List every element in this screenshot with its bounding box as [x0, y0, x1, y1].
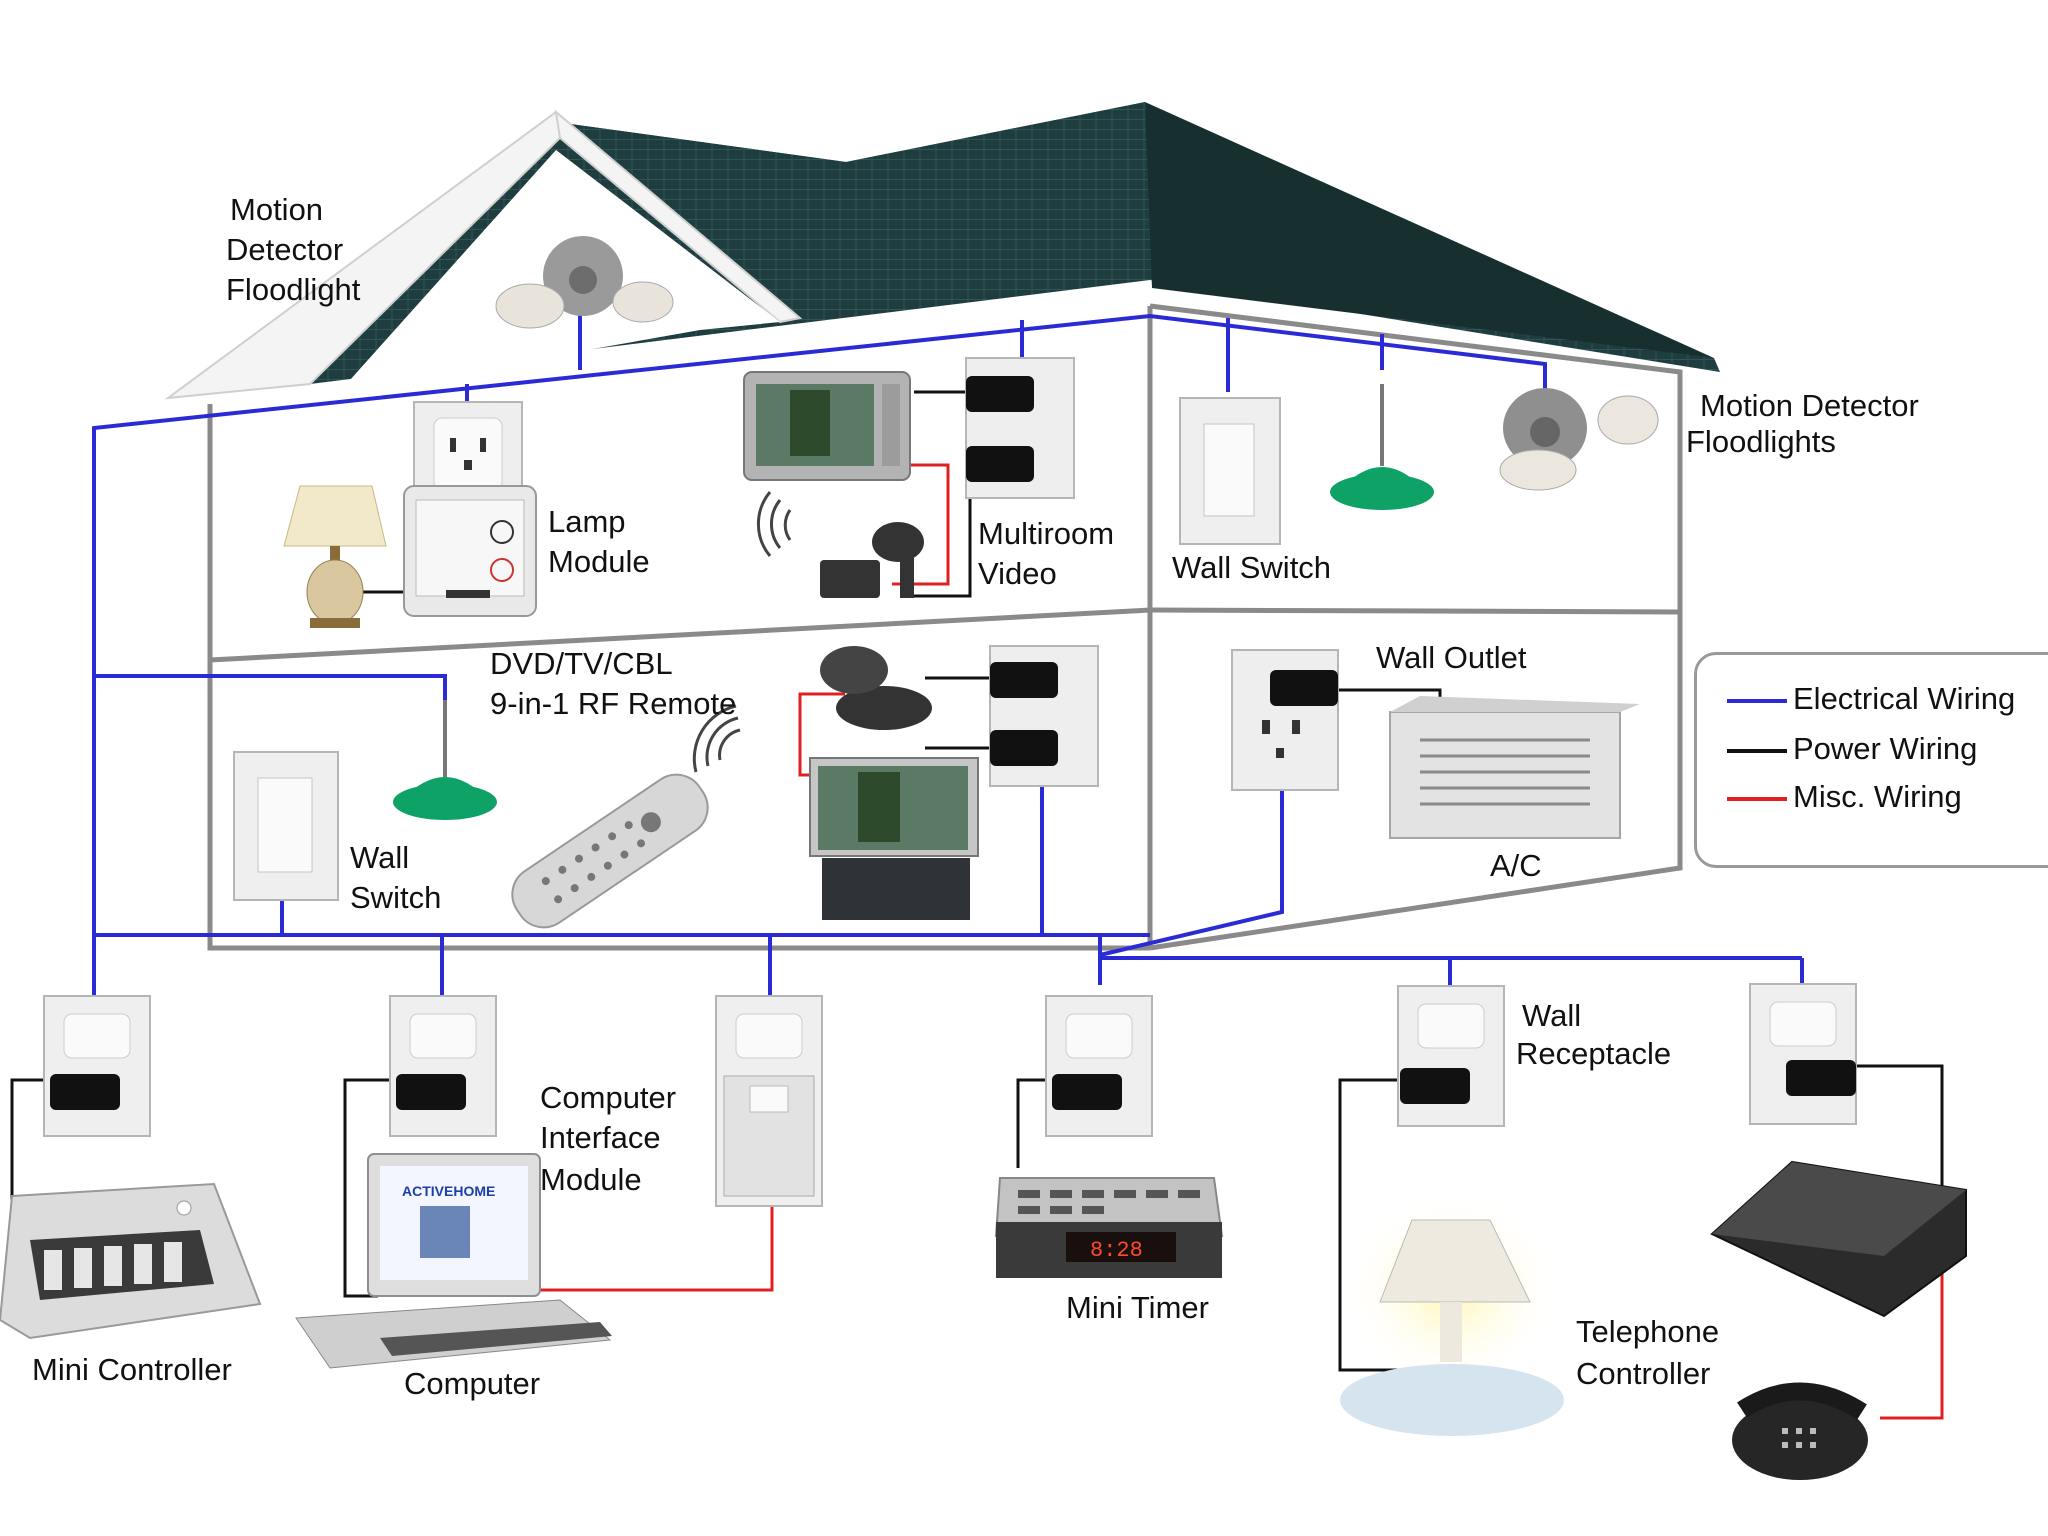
label-wall-switch-lower-2: Switch	[350, 880, 442, 915]
label-motion-floodlight-3: Floodlight	[226, 272, 361, 307]
label-motion-floodlight-1: Motion	[230, 192, 324, 227]
receptacle-1	[43, 995, 151, 1137]
electrical-wiring	[92, 300, 1804, 1000]
air-conditioner	[1389, 696, 1640, 839]
label-wall-receptacle-2: Receptacle	[1516, 1036, 1672, 1071]
label-computer: Computer	[404, 1366, 541, 1401]
label-wall-switch-upper: Wall Switch	[1172, 550, 1332, 585]
house-walls	[207, 303, 1683, 951]
receptacle-4	[1045, 995, 1153, 1137]
receptacle-6	[1749, 983, 1857, 1125]
legend-label-power: Power Wiring	[1793, 731, 1978, 766]
label-lamp-module-1: Lamp	[548, 504, 626, 539]
label-motion-floodlights-2: Floodlights	[1686, 424, 1836, 459]
label-mini-controller: Mini Controller	[32, 1352, 232, 1387]
pendant-lamp-upper	[1330, 384, 1434, 510]
pendant-lamp-lower	[393, 700, 497, 820]
table-lamp	[283, 485, 387, 628]
legend-item-electrical: Electrical Wiring	[1727, 679, 2015, 719]
multiroom-video-outlet-lower	[989, 645, 1099, 787]
receptacle-2	[389, 995, 497, 1137]
lamp-module-device	[403, 485, 537, 617]
bedside-lamp	[1340, 1190, 1564, 1436]
telephone-controller-device	[1710, 1160, 1967, 1318]
computer-device: ACTIVEHOME	[295, 1153, 612, 1369]
label-telephone-controller-1: Telephone	[1576, 1314, 1720, 1349]
telephone-device	[1732, 1382, 1868, 1480]
label-motion-floodlights-1: Motion Detector	[1700, 388, 1919, 423]
computer-interface-module-device	[715, 995, 823, 1207]
computer-screen-text: ACTIVEHOME	[402, 1183, 495, 1199]
legend-swatch-misc	[1727, 796, 1787, 801]
wiring-legend: Electrical Wiring Power Wiring Misc. Wir…	[1694, 652, 2048, 868]
label-computer-interface-2: Interface	[540, 1120, 661, 1155]
roof	[164, 102, 1720, 400]
label-remote-1: DVD/TV/CBL	[490, 646, 673, 681]
rf-signal-waves-upper	[756, 491, 792, 557]
label-lamp-module-2: Module	[548, 544, 650, 579]
legend-item-power: Power Wiring	[1727, 729, 1977, 769]
mini-controller-device	[0, 1182, 262, 1340]
legend-label-misc: Misc. Wiring	[1793, 779, 1962, 814]
multiroom-video-outlet	[965, 357, 1075, 499]
wall-switch-lower-device	[233, 751, 339, 901]
legend-swatch-electrical	[1727, 698, 1787, 703]
label-motion-floodlight-2: Detector	[226, 232, 344, 267]
wall-switch-upper-device	[1179, 397, 1281, 545]
label-multiroom-video-2: Video	[978, 556, 1057, 591]
motion-floodlights-right	[1499, 388, 1659, 491]
rf-signal-waves-lower	[692, 704, 741, 773]
rf-remote	[511, 773, 709, 929]
label-wall-switch-lower-1: Wall	[350, 840, 410, 875]
legend-item-misc: Misc. Wiring	[1727, 777, 1962, 817]
label-computer-interface-3: Module	[540, 1162, 642, 1197]
mini-timer-device: 8:28	[994, 1177, 1224, 1278]
legend-label-electrical: Electrical Wiring	[1793, 681, 2016, 716]
timer-display-text: 8:28	[1090, 1238, 1143, 1263]
tv-upper	[743, 371, 911, 481]
label-ac: A/C	[1490, 848, 1542, 883]
label-remote-2: 9-in-1 RF Remote	[490, 686, 737, 721]
label-wall-outlet: Wall Outlet	[1376, 640, 1527, 675]
label-wall-receptacle-1: Wall	[1522, 998, 1582, 1033]
legend-swatch-power	[1727, 748, 1787, 753]
label-mini-timer: Mini Timer	[1066, 1290, 1209, 1325]
rf-receiver-upper	[820, 522, 924, 598]
label-multiroom-video-1: Multiroom	[978, 516, 1115, 551]
motion-floodlight-top-left	[495, 236, 674, 329]
tv-lower	[809, 757, 979, 920]
wall-receptacle-device	[1397, 985, 1505, 1127]
label-computer-interface-1: Computer	[540, 1080, 677, 1115]
rf-receiver-lower	[820, 646, 932, 730]
label-telephone-controller-2: Controller	[1576, 1356, 1711, 1391]
wall-outlet-device	[1231, 649, 1339, 791]
